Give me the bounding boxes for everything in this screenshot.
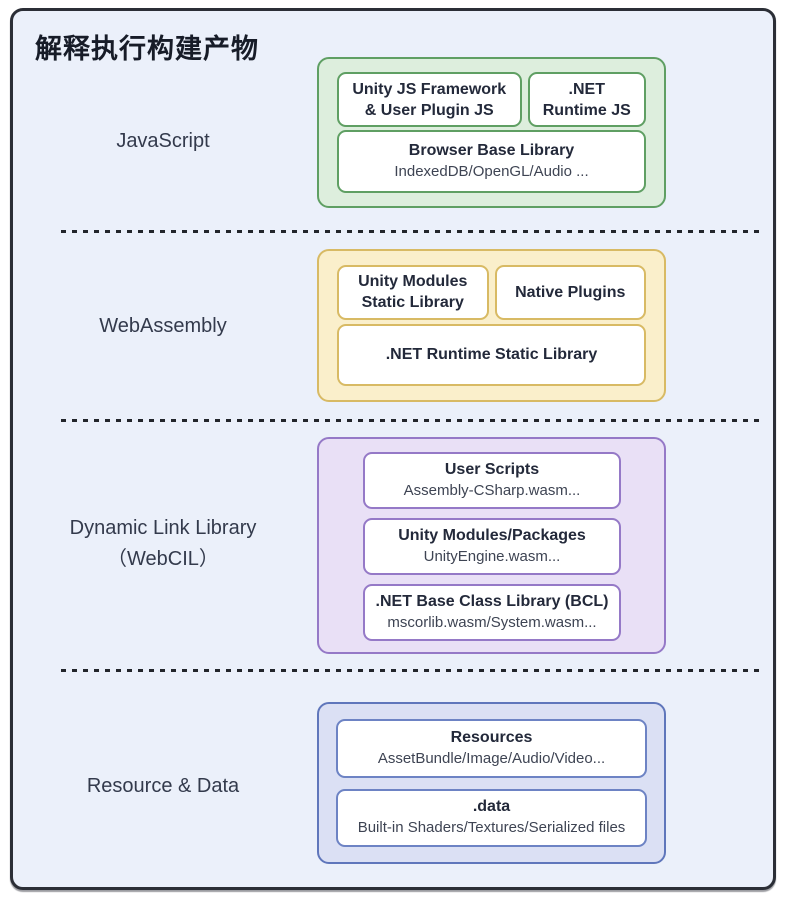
- diagram-frame: 解释执行构建产物 JavaScript Unity JS Framework &…: [10, 8, 776, 890]
- section-label-resource-data: Resource & Data: [13, 771, 313, 802]
- webassembly-container: Unity Modules Static Library Native Plug…: [317, 249, 666, 402]
- box-title: & User Plugin JS: [364, 101, 494, 119]
- section-label-line: WebAssembly: [99, 315, 227, 337]
- section-label-dynamic-link-library: Dynamic Link Library （WebCIL）: [13, 513, 313, 575]
- box-subtitle: UnityEngine.wasm...: [423, 548, 561, 565]
- box-title: User Scripts: [444, 461, 540, 478]
- box-subtitle: Assembly-CSharp.wasm...: [403, 482, 581, 499]
- box-unity-js-framework: Unity JS Framework & User Plugin JS: [337, 72, 522, 127]
- box-subtitle: Built-in Shaders/Textures/Serialized fil…: [357, 819, 626, 837]
- box-subtitle: mscorlib.wasm/System.wasm...: [387, 614, 597, 631]
- diagram-title: 解释执行构建产物: [35, 34, 259, 64]
- box-unity-modules-static-library: Unity Modules Static Library: [337, 265, 489, 320]
- box-title: .NET: [568, 80, 605, 98]
- box-title: Unity Modules/Packages: [398, 527, 586, 544]
- box-title: .data: [472, 798, 511, 816]
- section-label-webassembly: WebAssembly: [13, 311, 313, 342]
- box-subtitle: AssetBundle/Image/Audio/Video...: [377, 749, 606, 767]
- box-net-runtime-static-library: .NET Runtime Static Library: [337, 323, 646, 386]
- box-native-plugins: Native Plugins: [494, 265, 646, 320]
- box-net-base-class-library: .NET Base Class Library (BCL) mscorlib.w…: [363, 584, 621, 641]
- box-title: Browser Base Library: [408, 142, 575, 159]
- box-net-runtime-js: .NET Runtime JS: [527, 72, 646, 127]
- box-resources: Resources AssetBundle/Image/Audio/Video.…: [336, 719, 647, 778]
- box-title: Unity Modules: [358, 273, 468, 291]
- box-title: Unity JS Framework: [352, 80, 507, 98]
- section-label-line: JavaScript: [116, 130, 210, 152]
- section-label-javascript: JavaScript: [13, 126, 313, 157]
- box-unity-modules-packages: Unity Modules/Packages UnityEngine.wasm.…: [363, 518, 621, 575]
- javascript-top-row: Unity JS Framework & User Plugin JS .NET…: [337, 72, 646, 127]
- javascript-container: Unity JS Framework & User Plugin JS .NET…: [317, 57, 666, 208]
- box-user-scripts: User Scripts Assembly-CSharp.wasm...: [363, 452, 621, 509]
- resource-data-container: Resources AssetBundle/Image/Audio/Video.…: [317, 702, 666, 864]
- dynamic-link-library-container: User Scripts Assembly-CSharp.wasm... Uni…: [317, 437, 666, 654]
- box-title: Runtime JS: [542, 101, 631, 119]
- section-label-line: Dynamic Link Library: [69, 517, 257, 539]
- section-divider: [61, 230, 761, 233]
- box-title: Native Plugins: [515, 283, 626, 301]
- box-browser-base-library: Browser Base Library IndexedDB/OpenGL/Au…: [337, 130, 646, 193]
- box-title: .NET Runtime Static Library: [385, 346, 598, 364]
- box-title: .NET Base Class Library (BCL): [375, 593, 609, 610]
- box-title: Static Library: [361, 294, 464, 312]
- section-divider: [61, 419, 761, 422]
- section-label-line: （WebCIL）: [107, 548, 219, 570]
- section-label-line: Resource & Data: [86, 775, 240, 797]
- box-data-file: .data Built-in Shaders/Textures/Serializ…: [336, 788, 647, 847]
- box-subtitle: IndexedDB/OpenGL/Audio ...: [394, 163, 589, 180]
- section-divider: [61, 669, 761, 672]
- box-title: Resources: [450, 728, 533, 746]
- webassembly-top-row: Unity Modules Static Library Native Plug…: [337, 265, 646, 320]
